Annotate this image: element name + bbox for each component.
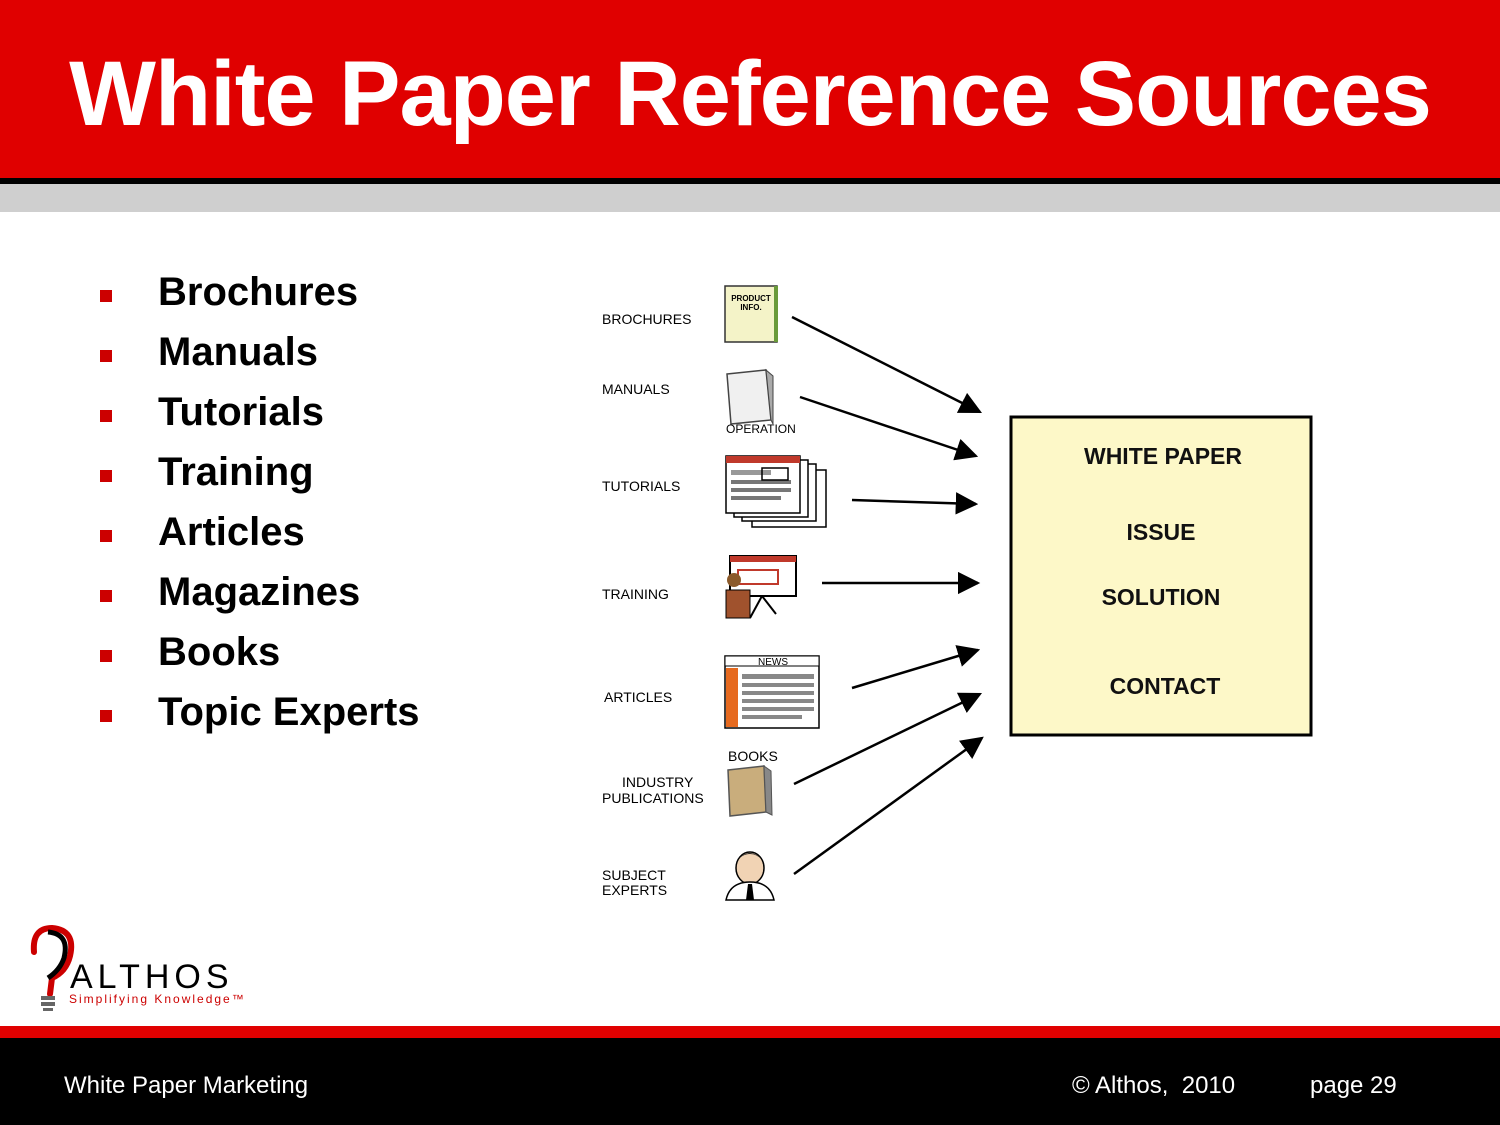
footer-copyright: © Althos, 2010 <box>1072 1072 1235 1100</box>
white-paper-box: WHITE PAPER ISSUE SOLUTION CONTACT <box>1011 417 1311 735</box>
newspaper-icon: NEWS <box>725 656 819 728</box>
svg-text:NEWS: NEWS <box>758 657 788 668</box>
contact-label: CONTACT <box>1110 673 1221 699</box>
source-label-manuals: MANUALS <box>602 381 670 397</box>
bullet-square-icon <box>100 710 112 722</box>
bullet-text: Articles <box>158 510 305 555</box>
source-label-tutorials: TUTORIALS <box>602 478 680 494</box>
logo-tagline: Simplifying Knowledge™ <box>69 992 246 1006</box>
white-paper-heading: WHITE PAPER <box>1084 443 1242 469</box>
list-item: Articles <box>100 502 420 562</box>
books-icon: BOOKS <box>728 748 778 816</box>
reference-sources-diagram: BROCHURES MANUALS TUTORIALS TRAINING ART… <box>590 270 1330 910</box>
svg-text:OPERATION: OPERATION <box>726 422 796 436</box>
footer-page-number: page 29 <box>1310 1072 1397 1100</box>
list-item: Brochures <box>100 262 420 322</box>
bullet-text: Tutorials <box>158 390 324 435</box>
list-item: Topic Experts <box>100 682 420 742</box>
source-label-subject: SUBJECT <box>602 867 666 883</box>
source-label-brochures: BROCHURES <box>602 311 691 327</box>
bullet-text: Training <box>158 450 314 495</box>
source-label-industry: INDUSTRY <box>622 774 694 790</box>
manual-book-icon: OPERATION <box>726 370 796 436</box>
list-item: Tutorials <box>100 382 420 442</box>
svg-text:PRODUCT: PRODUCT <box>731 294 771 303</box>
svg-text:BOOKS: BOOKS <box>728 748 778 764</box>
bullet-list: Brochures Manuals Tutorials Training Art… <box>100 262 420 742</box>
solution-label: SOLUTION <box>1102 584 1221 610</box>
footer-bar: White Paper Marketing © Althos, 2010 pag… <box>0 1038 1500 1125</box>
list-item: Magazines <box>100 562 420 622</box>
bullet-square-icon <box>100 530 112 542</box>
bullet-square-icon <box>100 290 112 302</box>
list-item: Books <box>100 622 420 682</box>
source-label-articles: ARTICLES <box>604 689 672 705</box>
subject-expert-person-icon <box>726 852 774 900</box>
source-label-experts: EXPERTS <box>602 882 667 898</box>
bullet-text: Topic Experts <box>158 690 420 735</box>
brochure-icon: PRODUCT INFO. <box>725 286 778 342</box>
issue-label: ISSUE <box>1126 519 1195 545</box>
title-banner: White Paper Reference Sources <box>0 0 1500 184</box>
bullet-square-icon <box>100 650 112 662</box>
bullet-square-icon <box>100 470 112 482</box>
tutorials-windows-icon <box>726 456 826 527</box>
bullet-text: Magazines <box>158 570 360 615</box>
source-label-training: TRAINING <box>602 586 669 602</box>
bullet-text: Manuals <box>158 330 318 375</box>
header-divider <box>0 184 1500 212</box>
footer-course-title: White Paper Marketing <box>64 1072 308 1100</box>
bullet-square-icon <box>100 350 112 362</box>
althos-logo: ALTHOS Simplifying Knowledge™ <box>22 922 262 1017</box>
bullet-square-icon <box>100 590 112 602</box>
source-label-publications: PUBLICATIONS <box>602 790 704 806</box>
flow-arrows <box>792 317 982 874</box>
footer-accent-bar <box>0 1026 1500 1038</box>
list-item: Training <box>100 442 420 502</box>
bullet-text: Books <box>158 630 280 675</box>
list-item: Manuals <box>100 322 420 382</box>
bullet-text: Brochures <box>158 270 358 315</box>
svg-text:INFO.: INFO. <box>740 303 761 312</box>
bullet-square-icon <box>100 410 112 422</box>
slide-title: White Paper Reference Sources <box>0 42 1500 147</box>
training-presenter-icon <box>726 556 796 618</box>
